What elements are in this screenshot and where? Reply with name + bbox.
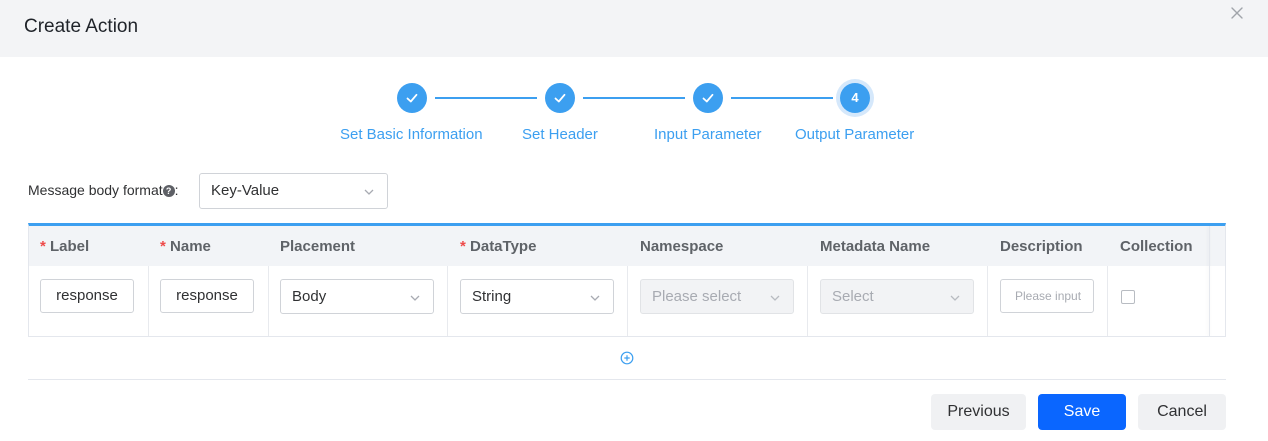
column-divider — [447, 266, 448, 336]
required-mark: * — [460, 238, 466, 255]
chevron-down-icon — [590, 295, 600, 301]
step-label-input-parameter: Input Parameter — [654, 126, 762, 143]
format-label-text: Message body format — [28, 182, 163, 198]
column-divider — [627, 266, 628, 336]
header-description: Description — [1000, 238, 1083, 255]
chevron-down-icon — [364, 189, 374, 195]
save-button[interactable]: Save — [1038, 394, 1126, 430]
placement-value: Body — [292, 288, 327, 305]
column-divider — [987, 266, 988, 336]
header-datatype-text: DataType — [470, 238, 537, 255]
header-name: * Name — [160, 238, 211, 255]
help-icon[interactable]: ? — [162, 185, 175, 197]
step-label-set-header: Set Header — [522, 126, 598, 143]
step-connector — [731, 97, 833, 99]
header-datatype: * DataType — [460, 238, 536, 255]
dialog-title: Create Action — [24, 16, 139, 37]
metadata-placeholder: Select — [832, 288, 874, 305]
chevron-down-icon — [950, 295, 960, 301]
step-4-number: 4 — [840, 83, 870, 113]
header-label-text: Label — [50, 238, 90, 255]
required-mark: * — [40, 238, 46, 255]
step-1-check-icon — [397, 83, 427, 113]
previous-button[interactable]: Previous — [931, 394, 1026, 430]
header-label: * Label — [40, 238, 89, 255]
table-header: * Label * Name Placement * DataType Name… — [29, 226, 1225, 266]
format-select-value: Key-Value — [211, 182, 280, 199]
header-collection: Collection — [1120, 238, 1193, 255]
output-parameter-table: * Label * Name Placement * DataType Name… — [28, 223, 1226, 337]
format-label-colon: : — [174, 182, 179, 198]
placement-select[interactable]: Body — [280, 279, 434, 314]
header-placement: Placement — [280, 238, 356, 255]
header-name-text: Name — [170, 238, 211, 255]
datatype-select[interactable]: String — [460, 279, 614, 314]
close-icon[interactable] — [1228, 4, 1246, 22]
step-2-check-icon — [545, 83, 575, 113]
step-connector — [583, 97, 685, 99]
cancel-button[interactable]: Cancel — [1138, 394, 1226, 430]
required-mark: * — [160, 238, 166, 255]
message-body-format-select[interactable]: Key-Value — [199, 173, 388, 209]
chevron-down-icon — [410, 295, 420, 301]
fixed-column-edge — [1209, 226, 1210, 336]
step-label-basic-information: Set Basic Information — [340, 126, 483, 143]
namespace-placeholder: Please select — [652, 288, 742, 305]
step-connector — [435, 97, 537, 99]
datatype-value: String — [472, 288, 512, 305]
column-divider — [268, 266, 269, 336]
column-divider — [148, 266, 149, 336]
step-4-current: 4 — [836, 79, 874, 117]
footer-divider — [28, 379, 1226, 380]
metadata-name-select[interactable]: Select — [820, 279, 974, 314]
label-input[interactable]: response — [40, 279, 134, 313]
column-divider — [807, 266, 808, 336]
chevron-down-icon — [770, 295, 780, 301]
step-label-output-parameter: Output Parameter — [795, 126, 915, 143]
step-3-check-icon — [693, 83, 723, 113]
header-namespace: Namespace — [640, 238, 724, 255]
column-divider — [1107, 266, 1108, 336]
namespace-select[interactable]: Please select — [640, 279, 794, 314]
collection-checkbox[interactable] — [1121, 290, 1135, 304]
name-input[interactable]: response — [160, 279, 254, 313]
add-row-icon[interactable] — [620, 351, 634, 365]
header-metadata-name: Metadata Name — [820, 238, 931, 255]
dialog-header: Create Action — [0, 0, 1268, 57]
description-input[interactable]: Please input — [1000, 279, 1094, 313]
message-body-format-label: Message body format?: — [28, 182, 179, 198]
